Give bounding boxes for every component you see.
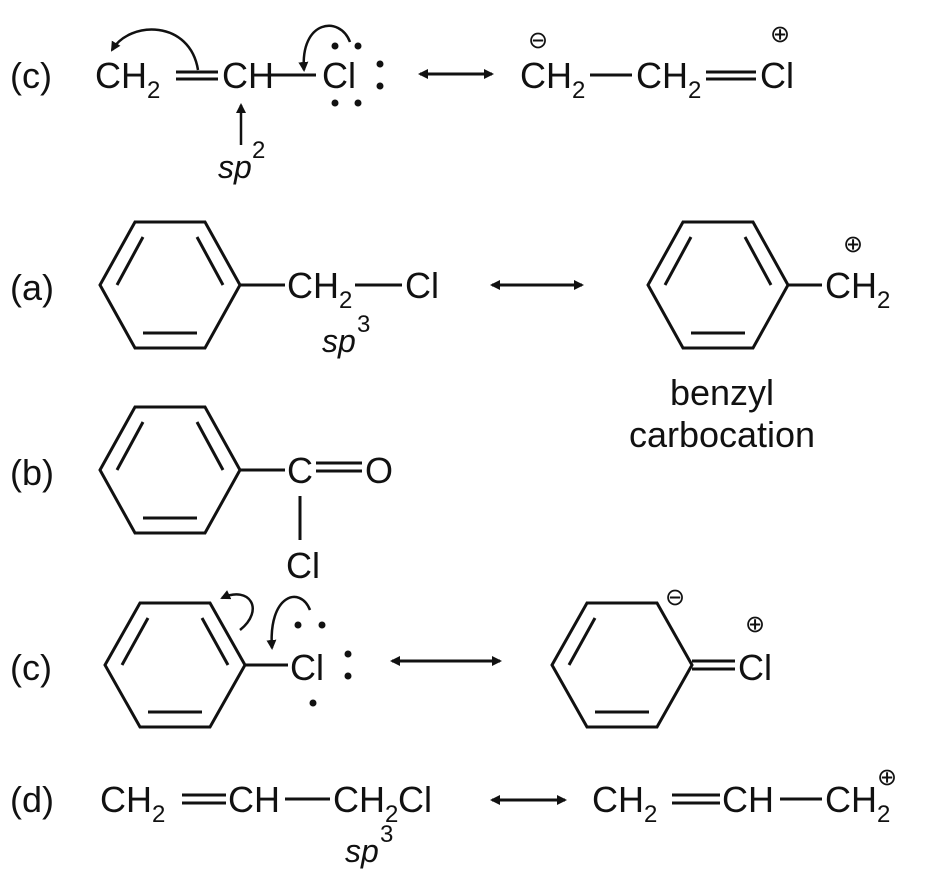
atom-ch: CH xyxy=(222,55,274,96)
svg-text:CH: CH xyxy=(825,265,877,306)
lone-pairs xyxy=(294,621,352,707)
svg-text:3: 3 xyxy=(380,821,393,848)
hybridization-label: sp xyxy=(322,323,356,359)
svg-text:CH: CH xyxy=(228,779,280,820)
benzene-ring xyxy=(98,405,242,535)
positive-charge: ⊕ xyxy=(843,231,863,258)
benzene-ring xyxy=(98,220,242,350)
positive-charge: ⊕ xyxy=(877,764,897,791)
svg-text:2: 2 xyxy=(252,137,265,164)
svg-text:CH: CH xyxy=(592,779,644,820)
row-label: (c) xyxy=(10,55,52,96)
caption: carbocation xyxy=(629,414,815,455)
caption: benzyl xyxy=(670,372,774,413)
svg-text:CH: CH xyxy=(825,779,877,820)
atom-ch2: CH xyxy=(95,55,147,96)
curved-arrow-icon xyxy=(298,24,352,72)
row-c-chlorobenzene: (c) Cl ⊖ Cl ⊕ xyxy=(10,584,772,729)
curved-arrow-icon xyxy=(110,28,200,71)
hybridization-label: sp xyxy=(218,149,252,185)
row-d-allyl-chloride: (d) CH 2 CH CH 2 Cl sp 3 CH 2 CH CH 2 ⊕ xyxy=(10,764,897,869)
svg-text:Cl: Cl xyxy=(738,647,772,688)
curved-arrow-icon xyxy=(266,595,312,650)
row-label: (d) xyxy=(10,779,54,820)
curved-arrow-icon xyxy=(220,590,254,631)
svg-text:CH: CH xyxy=(287,265,339,306)
svg-text:2: 2 xyxy=(152,801,165,828)
row-label: (a) xyxy=(10,267,54,308)
svg-text:CH: CH xyxy=(722,779,774,820)
svg-text:Cl: Cl xyxy=(398,779,432,820)
svg-text:CH: CH xyxy=(520,55,572,96)
cyclohexadiene-ring xyxy=(550,601,694,729)
svg-text:CH: CH xyxy=(636,55,688,96)
svg-text:2: 2 xyxy=(877,287,890,314)
svg-text:Cl: Cl xyxy=(760,55,794,96)
svg-text:2: 2 xyxy=(644,801,657,828)
svg-text:2: 2 xyxy=(572,77,585,104)
row-label: (c) xyxy=(10,647,52,688)
svg-text:CH: CH xyxy=(100,779,152,820)
row-label: (b) xyxy=(10,452,54,493)
svg-text:Cl: Cl xyxy=(286,545,320,586)
negative-charge: ⊖ xyxy=(665,584,685,611)
svg-text:2: 2 xyxy=(339,287,352,314)
svg-text:O: O xyxy=(365,450,393,491)
svg-text:C: C xyxy=(287,450,313,491)
svg-text:Cl: Cl xyxy=(405,265,439,306)
svg-text:Cl: Cl xyxy=(290,647,324,688)
svg-text:CH: CH xyxy=(333,779,385,820)
benzene-ring xyxy=(103,601,247,729)
positive-charge: ⊕ xyxy=(770,21,790,48)
lone-pairs xyxy=(331,42,384,107)
row-c-vinyl-chloride: (c) CH 2 CH Cl sp 2 ⊖ CH 2 CH 2 Cl ⊕ xyxy=(10,21,794,185)
svg-text:3: 3 xyxy=(357,311,370,338)
positive-charge: ⊕ xyxy=(745,611,765,638)
svg-text:2: 2 xyxy=(385,801,398,828)
benzene-ring xyxy=(646,220,790,350)
svg-text:2: 2 xyxy=(877,801,890,828)
negative-charge: ⊖ xyxy=(528,27,548,54)
svg-text:2: 2 xyxy=(688,77,701,104)
atom-cl: Cl xyxy=(322,55,356,96)
row-a-benzyl-chloride: (a) CH 2 Cl sp 3 CH 2 ⊕ benzyl carbocati… xyxy=(10,220,890,455)
subscript: 2 xyxy=(147,77,160,104)
row-b-benzoyl-chloride: (b) C O Cl xyxy=(10,405,393,586)
hybridization-label: sp xyxy=(345,833,379,869)
